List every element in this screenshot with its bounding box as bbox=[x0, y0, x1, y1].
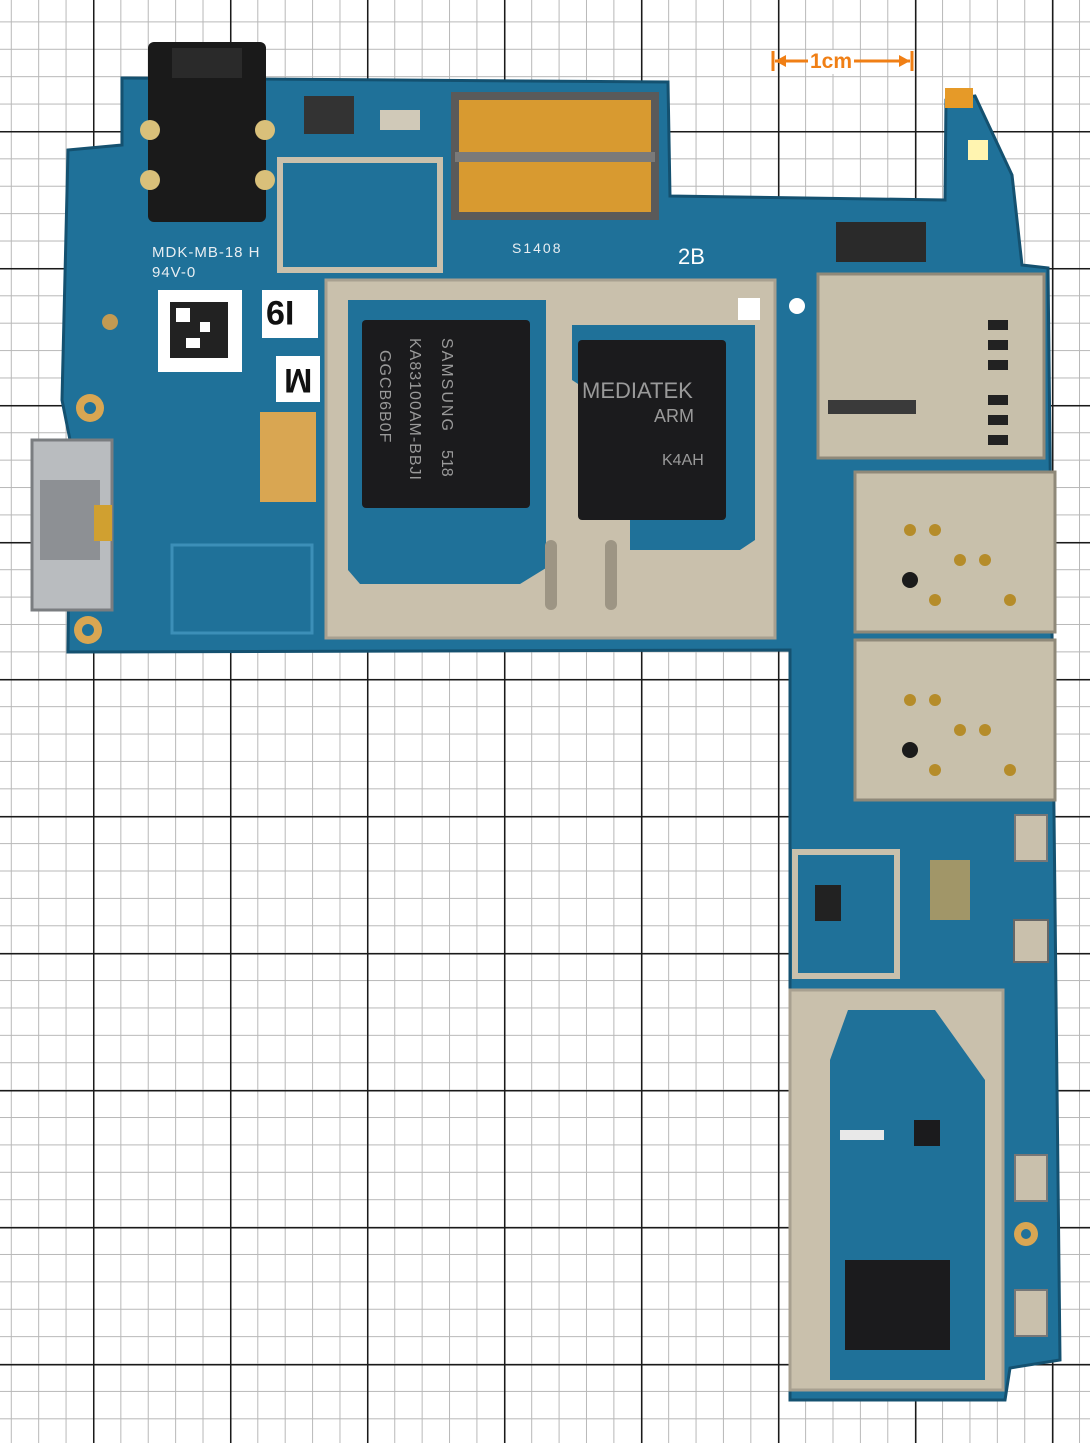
side-switch bbox=[1013, 919, 1049, 963]
memory-chip bbox=[362, 320, 530, 508]
small-shield-middle bbox=[792, 849, 900, 979]
sim-slot-2 bbox=[853, 638, 1057, 802]
sd-card-slot bbox=[816, 272, 1046, 460]
soc-line2: ARM bbox=[654, 406, 694, 426]
scale-bar: 1cm bbox=[770, 46, 915, 76]
sticker-letter-box bbox=[276, 356, 320, 402]
soc-brand: MEDIATEK bbox=[582, 378, 693, 403]
small-sensor bbox=[304, 96, 354, 134]
scale-label: 1cm bbox=[808, 50, 855, 74]
headphone-jack bbox=[140, 42, 275, 222]
sticker-number-box bbox=[262, 290, 318, 338]
memory-code: 518 bbox=[438, 450, 455, 477]
outline-pad bbox=[170, 543, 314, 635]
memory-lot: GGCB6B0F bbox=[376, 350, 393, 444]
model-marking: MDK-MB-18 H bbox=[152, 244, 261, 261]
sticker-letter: M bbox=[284, 361, 313, 399]
memory-part-number: KA83100AM-BBJI bbox=[406, 338, 423, 481]
sticker-number: I9 bbox=[266, 293, 295, 331]
soc-line3: K4AH bbox=[662, 452, 704, 469]
small-shield-top bbox=[277, 157, 443, 273]
serial-marking: S1408 bbox=[512, 240, 563, 256]
rf-chip bbox=[845, 1260, 950, 1350]
sim-slot-1 bbox=[853, 470, 1057, 634]
flex-tail bbox=[945, 88, 973, 108]
usb-port bbox=[30, 438, 114, 612]
soc-chip bbox=[578, 340, 726, 520]
memory-brand: SAMSUNG bbox=[438, 338, 455, 433]
rating-marking: 94V-0 bbox=[152, 264, 197, 281]
rev-marking: 2B bbox=[678, 244, 705, 269]
memory-chip-label: SAMSUNG KA83100AM-BBJI 518 GGCB6B0F bbox=[375, 330, 515, 498]
gold-pad bbox=[260, 412, 316, 502]
